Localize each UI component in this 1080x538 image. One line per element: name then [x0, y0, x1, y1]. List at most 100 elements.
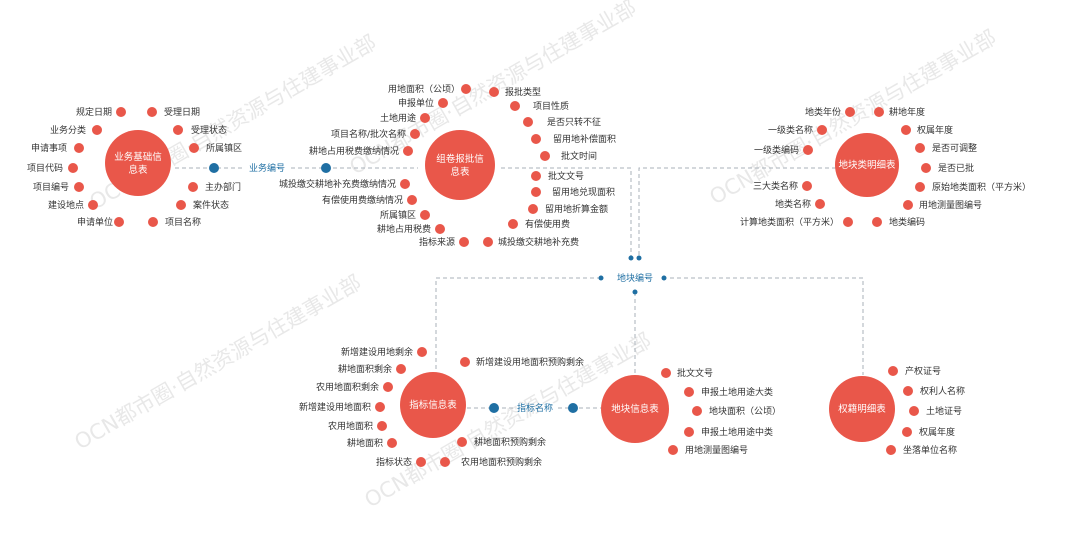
field-dot [420, 210, 430, 220]
hub-circle [400, 372, 466, 438]
field-dot [147, 107, 157, 117]
field-label: 主办部门 [205, 181, 241, 193]
key-node-parcel-no [632, 289, 638, 295]
field-dot [420, 113, 430, 123]
connector-line [501, 167, 632, 258]
field-label: 耕地面积预购剩余 [474, 436, 546, 448]
field-label: 土地证号 [926, 405, 962, 417]
connector-line [435, 277, 601, 372]
field-label: 城投缴交耕地补充费缴纳情况 [279, 178, 396, 190]
field-dot [92, 125, 102, 135]
field-label: 有偿使用费缴纳情况 [322, 194, 403, 206]
field-dot [668, 445, 678, 455]
field-label: 一级类编码 [754, 144, 799, 156]
field-dot [483, 237, 493, 247]
field-label: 耕地面积 [347, 437, 383, 449]
field-label: 是否已批 [938, 162, 974, 174]
field-dot [684, 427, 694, 437]
hub-parcel-class-detail: 地块类明细表 [835, 133, 899, 197]
field-dot [116, 107, 126, 117]
field-dot [845, 107, 855, 117]
hub-index-info: 指标信息表 [400, 372, 466, 438]
field-dot [459, 237, 469, 247]
hub-label: 权籍明细表 [838, 403, 886, 415]
watermark: OCN都市圈·自然资源与住建事业部 [71, 270, 366, 454]
field-label: 申请事项 [31, 142, 67, 154]
field-dot [886, 445, 896, 455]
field-label: 权属年度 [919, 426, 955, 438]
field-label: 耕地面积剩余 [338, 363, 392, 375]
field-dot [692, 406, 702, 416]
field-dot [387, 438, 397, 448]
field-label: 项目编号 [33, 181, 69, 193]
field-label: 所属镇区 [380, 209, 416, 221]
field-label: 农用地面积剩余 [316, 381, 379, 393]
field-label: 受理状态 [191, 124, 227, 136]
key-node-business-no [209, 163, 219, 173]
field-dot [188, 182, 198, 192]
connector-lines [175, 167, 864, 409]
hub-label: 息表 [128, 164, 148, 176]
field-label: 耕地占用税费缴纳情况 [309, 145, 399, 157]
hub-label: 组卷报批信 [436, 153, 484, 165]
field-label: 新增建设用地剩余 [341, 346, 413, 358]
field-label: 地类年份 [805, 106, 841, 118]
field-dot [460, 357, 470, 367]
field-dot [68, 163, 78, 173]
field-dot [461, 84, 471, 94]
field-dot [400, 179, 410, 189]
key-node-index-name [489, 403, 499, 413]
field-dot [915, 143, 925, 153]
field-dot [510, 101, 520, 111]
field-label: 用地测量图编号 [685, 444, 748, 456]
field-label: 项目性质 [533, 100, 569, 112]
hub-parcel-info: 地块信息表 [601, 375, 669, 443]
field-dot [901, 125, 911, 135]
field-label: 申报土地用途大类 [701, 386, 773, 398]
field-dot [440, 457, 450, 467]
field-dot [173, 125, 183, 135]
key-label-parcel-no: 地块编号 [617, 272, 653, 284]
field-label: 权属年度 [917, 124, 953, 136]
field-label: 指标来源 [419, 236, 455, 248]
field-dot [909, 406, 919, 416]
hub-label: 地块类明细表 [838, 159, 896, 171]
field-dot [523, 117, 533, 127]
field-dot [189, 143, 199, 153]
field-label: 农用地面积预购剩余 [461, 456, 542, 468]
hub-label: 息表 [450, 166, 470, 178]
connector-line [638, 167, 836, 258]
hub-business-basic-info: 业务基础信 息表 [105, 130, 171, 196]
field-label: 业务分类 [50, 124, 86, 136]
key-labels: 业务编号 地块编号 指标名称 [249, 162, 653, 414]
field-dot [74, 143, 84, 153]
field-dot [148, 217, 158, 227]
field-dot [903, 200, 913, 210]
field-dot [528, 204, 538, 214]
field-label: 留用地兑现面积 [552, 186, 615, 198]
field-dot [435, 224, 445, 234]
field-dot [902, 427, 912, 437]
field-dot [74, 182, 84, 192]
field-label: 规定日期 [76, 106, 112, 118]
field-label: 所属镇区 [206, 142, 242, 154]
hub-circle [105, 130, 171, 196]
field-dot [176, 200, 186, 210]
field-label: 申报单位 [398, 97, 434, 109]
field-label: 项目名称 [165, 216, 201, 228]
field-dot [377, 421, 387, 431]
field-label: 土地用途 [380, 112, 416, 124]
key-label-index-name: 指标名称 [517, 402, 553, 414]
key-node-parcel-no [661, 275, 667, 281]
field-dot [874, 107, 884, 117]
field-label: 农用地面积 [328, 420, 373, 432]
field-dot [531, 171, 541, 181]
key-label-business-no: 业务编号 [249, 162, 285, 174]
field-labels: 规定日期 受理日期 业务分类 受理状态 申请事项 所属镇区 项目代码 项目编号 … [27, 83, 1031, 468]
field-label: 申请单位 [77, 216, 113, 228]
field-label: 计算地类面积（平方米） [740, 216, 839, 228]
key-node-parcel-no [598, 275, 604, 281]
field-label: 耕地年度 [889, 106, 925, 118]
key-node-parcel-no [628, 255, 634, 261]
